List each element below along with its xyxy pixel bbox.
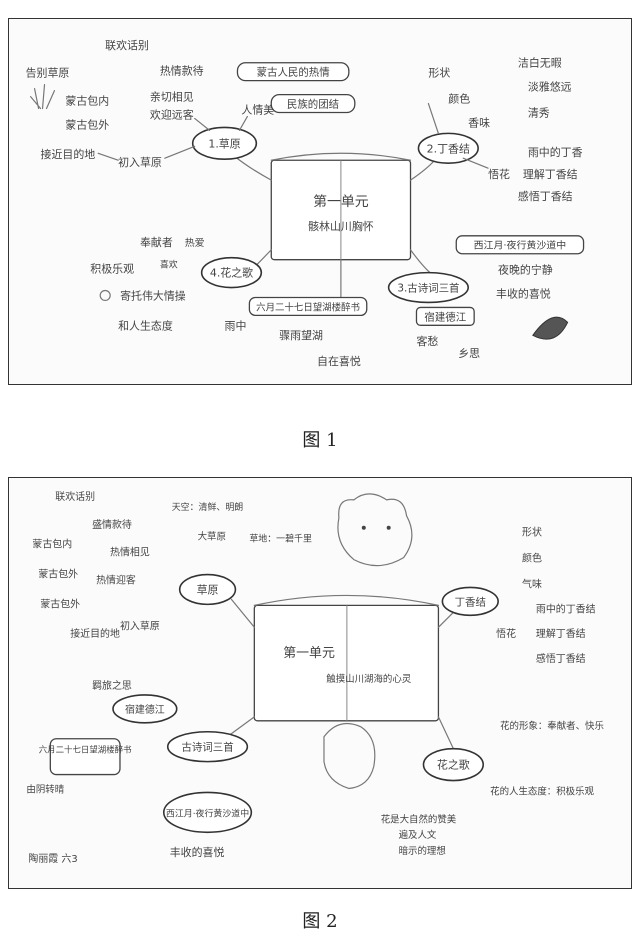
node: 接近目的地 (41, 147, 96, 161)
center-book: 第一单元 触摸山川湖海的心灵 (253, 594, 440, 722)
node: 自在喜悦 (317, 354, 361, 368)
node: 夜晚的宁静 (498, 263, 553, 277)
node: 六月二十七日望湖楼醉书 (39, 745, 132, 755)
node: 联欢话别 (105, 38, 149, 52)
node: 积极乐观 (90, 262, 134, 276)
node: 悟花 (488, 167, 510, 181)
node: 西江月·夜行黄沙道中 (474, 239, 567, 252)
center-title: 第一单元 (313, 193, 369, 210)
node: 宿建德江 (125, 703, 165, 716)
node: 接近目的地 (70, 627, 120, 640)
node: 花的人生态度：积极乐观 (490, 785, 594, 797)
tile-label: 花之歌 (437, 758, 470, 772)
tile-label: 3.古诗词三首 (397, 282, 459, 295)
node: 大草原 (198, 531, 226, 543)
node: 热情款待 (160, 64, 204, 78)
node: 羁旅之思 (92, 679, 132, 692)
node: 蒙古包内 (32, 538, 72, 551)
tile-label: 2.丁香结 (427, 142, 470, 155)
tile-dingxiangjie (441, 586, 499, 617)
node: 丰收的喜悦 (496, 286, 551, 300)
center-book: 第一单元 骸林山川胸怀 (270, 152, 412, 261)
node: 理解丁香结 (536, 627, 586, 640)
node: 奉献者 (140, 235, 173, 249)
tile-gushici (387, 271, 469, 304)
node: 气味 (522, 577, 542, 590)
tile-label: 草原 (197, 583, 219, 596)
node: 雨中 (225, 319, 247, 332)
node: 花的形象：奉献者、快乐 (500, 720, 604, 732)
node: 热爱 (185, 236, 205, 249)
node: 西江月·夜行黄沙道中 (166, 807, 249, 819)
node: 联欢话别 (55, 490, 95, 503)
node: 喜欢 (160, 259, 178, 271)
mind-map-figure-1: 第一单元 骸林山川胸怀 1.草原 初入草原 接近目的地 蒙古包外 蒙古包内 告别… (8, 18, 632, 385)
tile-label: 1.草原 (208, 137, 240, 150)
node: 形状 (522, 526, 542, 539)
center-subtitle: 骸林山川胸怀 (308, 219, 374, 233)
node: 人情美 (241, 103, 274, 116)
node: 六月二十七日望湖楼醉书 (256, 301, 360, 313)
node: 民族的团结 (287, 98, 339, 111)
node: 初入草原 (118, 155, 162, 169)
node: 欢迎远客 (150, 107, 194, 121)
node: 形状 (428, 66, 450, 80)
mind-map-1-canvas: 第一单元 骸林山川胸怀 1.草原 初入草原 接近目的地 蒙古包外 蒙古包内 告别… (26, 38, 585, 368)
mind-map-2-canvas: 第一单元 触摸山川湖海的心灵 草原 联欢话别 盛情款待 热情相见 热情迎客 蒙古… (26, 490, 604, 865)
node: 热情相见 (110, 546, 150, 559)
node: 蒙古包外 (38, 568, 78, 581)
center-subtitle: 触摸山川湖海的心灵 (326, 673, 412, 685)
node: 乡思 (458, 347, 480, 360)
tile-label: 4.花之歌 (210, 266, 253, 280)
node: 草地：一碧千里 (249, 533, 312, 545)
node: 盛情款待 (92, 518, 132, 531)
node: 蒙古包内 (65, 94, 109, 108)
node: 香味 (468, 116, 490, 129)
node: 蒙古包外 (65, 118, 109, 131)
node: 理解丁香结 (523, 167, 578, 181)
node: 骤雨望湖 (279, 329, 323, 342)
node: 客愁 (416, 334, 438, 348)
node: 暗示的理想 (399, 845, 446, 857)
node: 寄托伟大情操 (120, 288, 186, 302)
tile-caoyuan (178, 573, 237, 606)
node: 由阴转晴 (26, 783, 64, 795)
figure-2-caption: 图 2 (302, 911, 338, 932)
figure-1-caption: 图 1 (302, 430, 338, 451)
node: 感悟丁香结 (518, 189, 573, 203)
node: 雨中的丁香结 (536, 602, 596, 615)
node: 颜色 (522, 552, 542, 565)
node: 天空：清鲜、明朗 (172, 501, 244, 513)
node: 宿建德江 (424, 310, 466, 323)
tile-caoyuan (191, 126, 258, 161)
node: 初入草原 (120, 619, 160, 632)
tile-label: 古诗词三首 (181, 741, 233, 754)
signature: 陶丽霞 六3 (28, 852, 77, 865)
node: 丰收的喜悦 (170, 845, 225, 859)
node: 颜色 (448, 92, 470, 106)
node: 洁白无暇 (518, 56, 562, 70)
tile-huazhige (200, 256, 263, 289)
center-title: 第一单元 (283, 646, 335, 661)
tile-dingxiangjie (417, 132, 479, 165)
node: 遍及人文 (399, 829, 437, 841)
node: 热情迎客 (96, 573, 136, 586)
node: 淡雅悠远 (528, 80, 572, 94)
node: 蒙古人民的热情 (257, 66, 330, 79)
node: 和人生态度 (118, 318, 173, 332)
node: 感悟丁香结 (536, 652, 586, 665)
tile-label: 丁香结 (455, 595, 486, 608)
node: 雨中的丁香 (528, 145, 583, 159)
tile-huazhige (422, 747, 485, 782)
node: 花是大自然的赞美 (381, 813, 457, 825)
node: 蒙古包外 (40, 597, 80, 610)
tile-gushici (166, 730, 249, 763)
node: 清秀 (528, 106, 550, 119)
mind-map-figure-2: 第一单元 触摸山川湖海的心灵 草原 联欢话别 盛情款待 热情相见 热情迎客 蒙古… (8, 477, 632, 889)
node: 悟花 (496, 627, 516, 640)
node: 告别草原 (26, 67, 70, 80)
node: 亲切相见 (150, 90, 194, 104)
